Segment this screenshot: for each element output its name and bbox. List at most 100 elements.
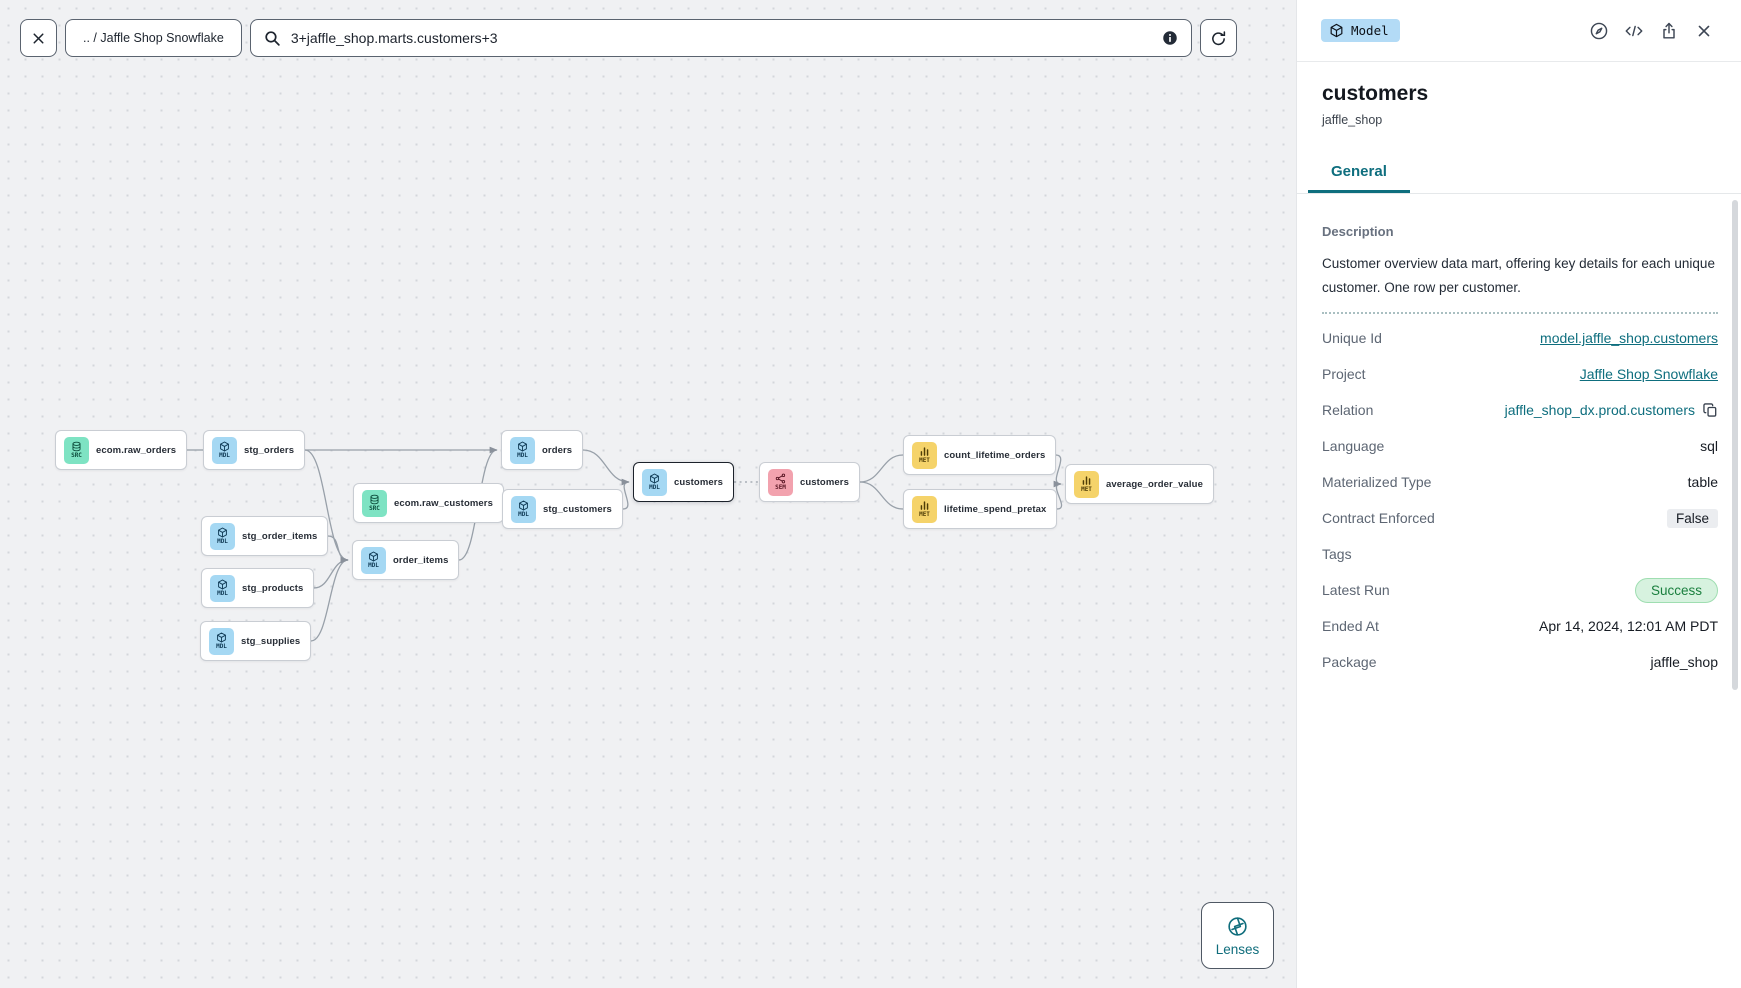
node-kind-tag: MDL — [649, 484, 660, 491]
database-icon: SRC — [362, 489, 387, 517]
field-label: Tags — [1322, 546, 1352, 562]
cube-icon: MDL — [210, 574, 235, 602]
field-value-wrap: jaffle_shop_dx.prod.customers — [1505, 402, 1718, 418]
field-value: Apr 14, 2024, 12:01 AM PDT — [1539, 618, 1718, 634]
compass-icon — [1590, 22, 1608, 39]
field-label: Relation — [1322, 402, 1374, 418]
panel-header: Model — [1297, 0, 1741, 62]
field-value: jaffle_shop — [1650, 654, 1718, 670]
node-kind-tag: MDL — [219, 452, 230, 459]
breadcrumb[interactable]: .. / Jaffle Shop Snowflake — [65, 19, 242, 57]
graph-node-average-order-value[interactable]: MET average_order_value — [1065, 464, 1214, 504]
status-chip: False — [1666, 508, 1718, 528]
dotted-divider — [1322, 312, 1718, 314]
field-label: Package — [1322, 654, 1377, 670]
node-kind-tag: MDL — [368, 562, 379, 569]
export-button[interactable] — [1656, 18, 1682, 44]
field-row-relation: Relation jaffle_shop_dx.prod.customers — [1322, 392, 1718, 428]
explore-button[interactable] — [1586, 18, 1612, 44]
panel-scrollbar[interactable] — [1732, 200, 1738, 690]
field-row-materialized-type: Materialized Type table — [1322, 464, 1718, 500]
cube-icon: MDL — [209, 627, 234, 655]
info-icon[interactable] — [1162, 30, 1178, 46]
field-value-wrap: Success — [1634, 577, 1718, 603]
field-row-tags: Tags — [1322, 536, 1718, 572]
cube-icon: MDL — [642, 468, 667, 496]
node-label: average_order_value — [1106, 478, 1203, 490]
cube-icon: MDL — [212, 436, 237, 464]
field-row-project: Project Jaffle Shop Snowflake — [1322, 356, 1718, 392]
copy-icon[interactable] — [1702, 402, 1718, 418]
bar-chart-icon: MET — [912, 441, 937, 469]
field-value-link[interactable]: model.jaffle_shop.customers — [1540, 330, 1718, 346]
node-kind-tag: MDL — [216, 643, 227, 650]
graph-node-orders[interactable]: MDL orders — [501, 430, 584, 470]
field-value: sql — [1700, 438, 1718, 454]
node-label: order_items — [393, 554, 449, 566]
field-label: Materialized Type — [1322, 474, 1432, 490]
package-subtitle: jaffle_shop — [1322, 113, 1383, 127]
close-lineage-button[interactable] — [20, 19, 57, 57]
cube-icon — [1330, 23, 1343, 38]
tab-general[interactable]: General — [1308, 163, 1410, 193]
field-value-wrap: Apr 14, 2024, 12:01 AM PDT — [1539, 618, 1718, 634]
node-label: orders — [542, 444, 573, 456]
field-value-wrap: model.jaffle_shop.customers — [1540, 330, 1718, 346]
page-title: customers — [1322, 82, 1429, 105]
field-row-unique-id: Unique Id model.jaffle_shop.customers — [1322, 320, 1718, 356]
search-icon — [265, 30, 280, 46]
node-kind-tag: SEM — [775, 484, 786, 491]
graph-node-stg-supplies[interactable]: MDL stg_supplies — [200, 621, 312, 661]
refresh-button[interactable] — [1200, 19, 1237, 57]
field-label: Unique Id — [1322, 330, 1382, 346]
refresh-icon — [1212, 30, 1226, 45]
resource-type-badge: Model — [1321, 19, 1400, 42]
description-heading: Description — [1322, 224, 1394, 239]
field-value-link[interactable]: Jaffle Shop Snowflake — [1579, 366, 1718, 382]
cube-icon: MDL — [510, 436, 535, 464]
code-icon — [1625, 25, 1643, 36]
field-value: jaffle_shop_dx.prod.customers — [1504, 402, 1695, 418]
lenses-button[interactable]: Lenses — [1201, 902, 1274, 969]
field-value-wrap: table — [1688, 474, 1718, 490]
node-label: ecom.raw_customers — [394, 497, 493, 509]
code-button[interactable] — [1621, 18, 1647, 44]
field-value-wrap: Jaffle Shop Snowflake — [1580, 366, 1718, 382]
bar-chart-icon: MET — [912, 495, 937, 523]
close-panel-button[interactable] — [1691, 18, 1717, 44]
field-value-wrap: False — [1666, 508, 1718, 528]
graph-node-ecom-raw-customers[interactable]: SRC ecom.raw_customers — [353, 483, 504, 523]
node-kind-tag: SRC — [369, 505, 380, 512]
node-label: stg_products — [242, 582, 304, 594]
status-badge: Success — [1634, 577, 1718, 603]
node-kind-tag: MDL — [217, 590, 228, 597]
panel-actions — [1586, 18, 1717, 44]
node-kind-tag: MET — [919, 511, 930, 518]
graph-node-order-items[interactable]: MDL order_items — [352, 540, 460, 580]
field-label: Ended At — [1322, 618, 1379, 634]
description-text: Customer overview data mart, offering ke… — [1322, 256, 1715, 295]
node-kind-tag: MET — [919, 457, 930, 464]
field-value: table — [1687, 474, 1718, 490]
panel-body: customers jaffle_shop General Descriptio… — [1297, 82, 1741, 680]
search-bar — [249, 19, 1192, 57]
cube-icon: MDL — [210, 522, 235, 550]
graph-node-stg-products[interactable]: MDL stg_products — [201, 568, 315, 608]
node-kind-tag: MET — [1081, 486, 1092, 493]
share-nodes-icon: SEM — [768, 468, 793, 496]
search-input[interactable] — [290, 30, 1152, 46]
node-label: stg_supplies — [241, 635, 301, 647]
field-label: Project — [1322, 366, 1366, 382]
field-row-package: Package jaffle_shop — [1322, 644, 1718, 680]
